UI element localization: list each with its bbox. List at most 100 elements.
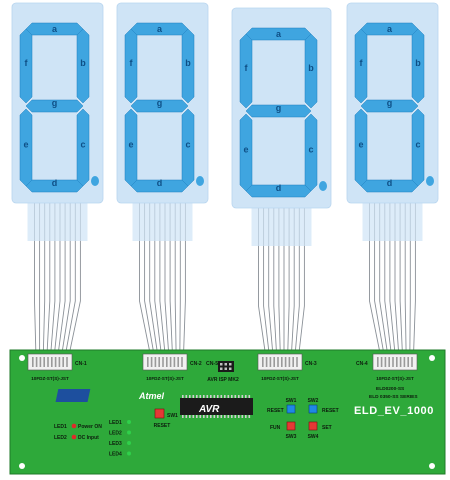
sw1-top-label: SW1 [286,398,297,404]
connector-pin [288,357,291,367]
segment-e [354,108,368,187]
reset-button[interactable] [154,408,165,419]
mount-hole [19,355,25,361]
connector-pin [147,357,149,367]
chip-pin [227,415,230,418]
segment-label: c [185,140,190,150]
chip-pin [206,395,209,398]
connector-pin [292,357,294,367]
segment-label: f [360,58,364,68]
chip-pin [182,415,184,418]
segment-label: e [128,140,133,150]
segment-g [360,99,419,113]
led1-id: LED1 [54,424,67,430]
fun-button[interactable] [286,421,296,431]
user-led-label: LED1 [109,420,122,426]
connector-pin [384,357,387,367]
segment-label: b [415,58,421,68]
connector-pin [54,357,57,367]
segment-label: b [80,58,86,68]
chip-pin [185,415,188,418]
segment-f [19,28,33,104]
segment-f [354,28,368,104]
cn5-label: CN-5 [206,361,218,367]
chip-pin [220,415,223,418]
led2-text: DC Input [78,435,99,441]
set-button[interactable] [308,421,318,431]
sw4-label: SW4 [308,434,319,440]
reset-button-right[interactable] [308,404,318,414]
reset-button-left[interactable] [286,404,296,414]
led2-id: LED2 [54,435,67,441]
connector-pin [173,357,176,367]
avr-chip-pins [182,395,251,418]
segment-e [124,108,138,187]
isp-header: CN-5 AVR ISP MK2 [206,361,239,383]
connector-housing [372,353,418,371]
connector-pin [411,357,413,367]
chip-pin [248,395,251,398]
isp-label: AVR ISP MK2 [207,377,239,383]
connector-pin [47,357,49,367]
chip-pin [241,395,244,398]
connector-pin [162,357,164,367]
series-line-1: ELD0200-SS [376,386,405,392]
user-led-label: LED3 [109,441,122,447]
segment-f [124,28,138,104]
connector-pin [150,357,153,367]
connector-pin [296,357,298,367]
connector-pin [32,357,34,367]
decimal-point [319,181,327,191]
chip-pin [192,415,195,418]
mount-hole [429,463,435,469]
segment-label: c [308,145,313,155]
connector-pin [154,357,157,367]
segment-label: a [387,24,393,34]
atmel-logo-badge [55,389,91,402]
chip-pin [203,395,205,398]
switch-group: SW1 SW2 RESET RESET FUN SET SW3 SW4 [267,398,339,440]
segment-f [239,33,253,109]
decimal-point [91,176,99,186]
chip-pin [203,415,205,418]
connector-pin [403,357,406,367]
avr-logo: AVR [198,404,220,415]
connector-pin [166,357,168,367]
connector-pin [39,357,42,367]
connector-pin [281,357,283,367]
decimal-point [196,176,204,186]
connector-pin [407,357,409,367]
segment-label: f [245,63,249,73]
chip-pin [185,395,188,398]
connector-pin [284,357,287,367]
connector-part: 10FDZ-ST(S)-JST [31,376,69,381]
sw2-top-label: SW2 [308,398,319,404]
user-led [127,441,131,445]
segment-b [411,28,425,104]
connector-pin [265,357,268,367]
chip-pin [196,415,198,418]
segment-label: c [80,140,85,150]
connector-pin [380,357,383,367]
segment-label: b [308,63,314,73]
user-led-label: LED4 [109,452,122,458]
sw1-caption: RESET [154,423,171,429]
atmel-logo: Atmel [138,391,165,401]
user-led [127,451,131,456]
product-labels: ELD0200-SS ELD 0350-SS SERIES ELD_EV_100… [354,386,434,417]
chip-pin [199,395,202,398]
connector-pin [158,357,160,367]
chip-pin [210,415,212,418]
segment-label: g [52,98,58,108]
segment-label: f [25,58,29,68]
chip-pin [210,395,212,398]
connector-pin [169,357,172,367]
connector-pin [262,357,264,367]
segment-label: a [52,24,58,34]
product-name: ELD_EV_1000 [354,405,434,417]
